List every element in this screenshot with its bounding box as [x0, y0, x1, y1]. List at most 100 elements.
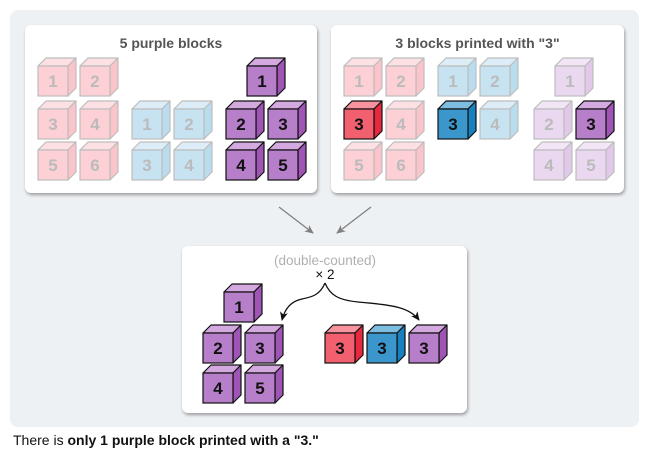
note-prefix: There is: [13, 432, 68, 448]
cube-label: 1: [448, 72, 457, 91]
cube-label: 3: [48, 115, 57, 134]
cube-label: 2: [544, 115, 553, 134]
cube-front-face: [225, 108, 257, 140]
cube-blue-2: 2: [173, 100, 213, 140]
cube-label: 3: [377, 339, 386, 358]
cube-label: 2: [490, 72, 499, 91]
cube-front-face: [79, 108, 111, 140]
cube-purple-2: 2: [225, 100, 265, 140]
cube-label: 3: [419, 339, 428, 358]
cube-label: 4: [213, 379, 223, 398]
cube-label: 4: [90, 115, 100, 134]
cube-label: 1: [48, 72, 57, 91]
multiplier-label: × 2: [315, 267, 334, 282]
cube-pink-5: 5: [37, 141, 77, 181]
cube-label: 4: [544, 156, 554, 175]
cube-label: 5: [255, 379, 264, 398]
cube-front-face: [244, 332, 276, 364]
merge-arrow-left: [278, 206, 314, 234]
cube-label: 2: [213, 339, 222, 358]
cube-label: 4: [236, 156, 246, 175]
cube-blue-4: 4: [479, 100, 519, 140]
cube-front-face: [202, 372, 234, 404]
cube-front-face: [173, 108, 205, 140]
cube-label: 2: [236, 115, 245, 134]
cube-front-face: [437, 108, 469, 140]
cube-label: 3: [354, 115, 363, 134]
cube-front-face: [343, 149, 375, 181]
cube-label: 3: [142, 156, 151, 175]
cube-purple-3: 3: [244, 324, 284, 364]
panel-title: 3 blocks printed with "3": [395, 35, 560, 51]
cube-front-face: [37, 108, 69, 140]
cube-label: 3: [255, 339, 264, 358]
panel-title: 5 purple blocks: [119, 35, 223, 51]
cube-purple-3: 3: [267, 100, 307, 140]
note-emphasis: only 1 purple block printed with a "3.": [67, 432, 319, 448]
cube-label: 6: [90, 156, 99, 175]
cube-blue-3: 3: [131, 141, 171, 181]
cube-front-face: [479, 108, 511, 140]
cube-label: 2: [184, 115, 193, 134]
conclusion-note: There is only 1 purple block printed wit…: [13, 432, 319, 448]
cube-label: 1: [142, 115, 151, 134]
cube-front-face: [324, 332, 356, 364]
cube-label: 4: [490, 115, 500, 134]
cube-front-face: [131, 149, 163, 181]
cube-pink-2: 2: [79, 57, 119, 97]
cube-blue-3: 3: [366, 324, 406, 364]
cube-purple-1: 1: [246, 57, 286, 97]
cube-front-face: [223, 291, 255, 323]
cube-label: 2: [90, 72, 99, 91]
cube-label: 3: [448, 115, 457, 134]
brace-arrow-left: [280, 282, 326, 321]
cube-pink-3: 3: [343, 100, 383, 140]
cube-pink-6: 6: [385, 141, 425, 181]
merge-arrow-right: [336, 206, 372, 234]
cube-label: 1: [565, 72, 574, 91]
cube-front-face: [267, 108, 299, 140]
cube-pink-4: 4: [79, 100, 119, 140]
cube-front-face: [479, 65, 511, 97]
cube-label: 5: [354, 156, 363, 175]
cube-front-face: [202, 332, 234, 364]
cube-blue-4: 4: [173, 141, 213, 181]
cube-front-face: [225, 149, 257, 181]
cube-pink-1: 1: [37, 57, 77, 97]
double-counted-label: (double-counted): [274, 253, 376, 268]
cube-pink-6: 6: [79, 141, 119, 181]
cube-label: 1: [234, 298, 243, 317]
cube-label: 4: [184, 156, 194, 175]
cube-label: 4: [396, 115, 406, 134]
cube-pink-4: 4: [385, 100, 425, 140]
cube-pink-3: 3: [37, 100, 77, 140]
cube-front-face: [408, 332, 440, 364]
cube-front-face: [366, 332, 398, 364]
cube-front-face: [385, 149, 417, 181]
cube-front-face: [575, 108, 607, 140]
cube-front-face: [385, 108, 417, 140]
cube-front-face: [575, 149, 607, 181]
cube-blue-1: 1: [437, 57, 477, 97]
cube-pink-2: 2: [385, 57, 425, 97]
cube-label: 5: [586, 156, 595, 175]
cube-purple-5: 5: [244, 364, 284, 404]
cube-front-face: [437, 65, 469, 97]
cube-label: 3: [278, 115, 287, 134]
cube-front-face: [533, 108, 565, 140]
cube-label: 2: [396, 72, 405, 91]
cube-purple-1: 1: [554, 57, 594, 97]
cube-purple-4: 4: [533, 141, 573, 181]
cube-purple-4: 4: [225, 141, 265, 181]
cube-purple-2: 2: [202, 324, 242, 364]
cube-front-face: [385, 65, 417, 97]
cube-blue-2: 2: [479, 57, 519, 97]
cube-purple-2: 2: [533, 100, 573, 140]
cube-front-face: [131, 108, 163, 140]
cube-purple-4: 4: [202, 364, 242, 404]
cube-front-face: [343, 108, 375, 140]
cube-label: 5: [278, 156, 287, 175]
cube-pink-5: 5: [343, 141, 383, 181]
